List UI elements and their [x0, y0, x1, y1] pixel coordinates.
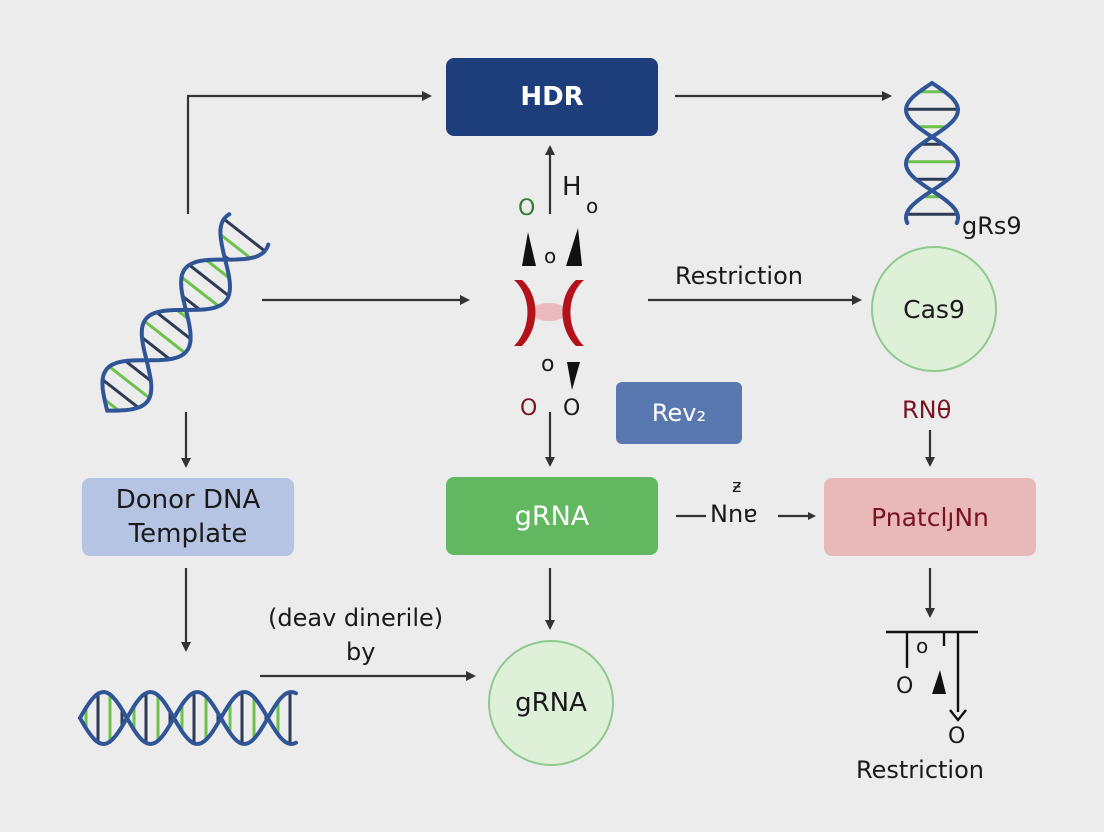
nna-mark: ƶ: [732, 476, 742, 497]
hdr-label: HDR: [520, 82, 584, 112]
dna-helix-icon: [78, 689, 298, 747]
grs9-label: gRs9: [962, 212, 1022, 240]
triangle-marker-right: [566, 228, 582, 266]
grna-box: gRNA: [446, 477, 658, 555]
pnat-box: PnatclȷNn: [824, 478, 1036, 556]
dna-helix-icon: [903, 81, 961, 225]
deav-label-line1: (deav dinerile): [268, 604, 444, 632]
triangle-marker-restriction: [932, 670, 946, 694]
hdr-box: HDR: [446, 58, 658, 136]
restriction-site-icon: [886, 630, 978, 722]
connectors: [181, 91, 935, 681]
cut-markers: [522, 228, 582, 390]
o-green-label: O: [518, 196, 536, 221]
rna-label: RNθ: [902, 396, 952, 424]
o-right-label: O: [563, 396, 581, 421]
restriction-label-top: Restriction: [675, 262, 803, 290]
rev-label: Rev₂: [651, 399, 707, 427]
o-mid-label: o: [544, 244, 557, 268]
cas9-label: Cas9: [903, 294, 965, 324]
o-lower-label: o: [541, 352, 555, 377]
triangle-marker-down: [567, 362, 580, 390]
donor-label-line2: Template: [128, 519, 248, 549]
grna-box-label: gRNA: [514, 500, 590, 532]
restriction-o3-label: O: [948, 724, 966, 749]
dna-helix-icon: [100, 212, 271, 413]
grna-circle-label: gRNA: [515, 688, 587, 718]
h-sub-label: o: [586, 194, 599, 218]
h-label: H: [562, 172, 582, 202]
cas9-circle: Cas9: [871, 246, 997, 372]
triangle-marker-left: [522, 232, 536, 266]
restriction-o2-label: O: [896, 674, 914, 699]
donor-dna-template-box: Donor DNA Template: [82, 478, 294, 556]
arrow-left-to-hdr: [186, 91, 432, 214]
donor-label-line1: Donor DNA: [115, 485, 261, 515]
rev-box: Rev₂: [616, 382, 742, 444]
restriction-o-label: o: [916, 634, 929, 658]
grna-circle: gRNA: [488, 640, 614, 766]
nna-label: Nnɐ: [710, 500, 758, 528]
double-strand-break-icon: [514, 280, 584, 346]
restriction-label-bottom: Restriction: [856, 756, 984, 784]
donor-label: Donor DNA Template: [116, 483, 261, 551]
pnat-label: PnatclȷNn: [871, 502, 989, 532]
o-red-label: O: [520, 396, 538, 421]
deav-label-line2: by: [346, 638, 376, 666]
